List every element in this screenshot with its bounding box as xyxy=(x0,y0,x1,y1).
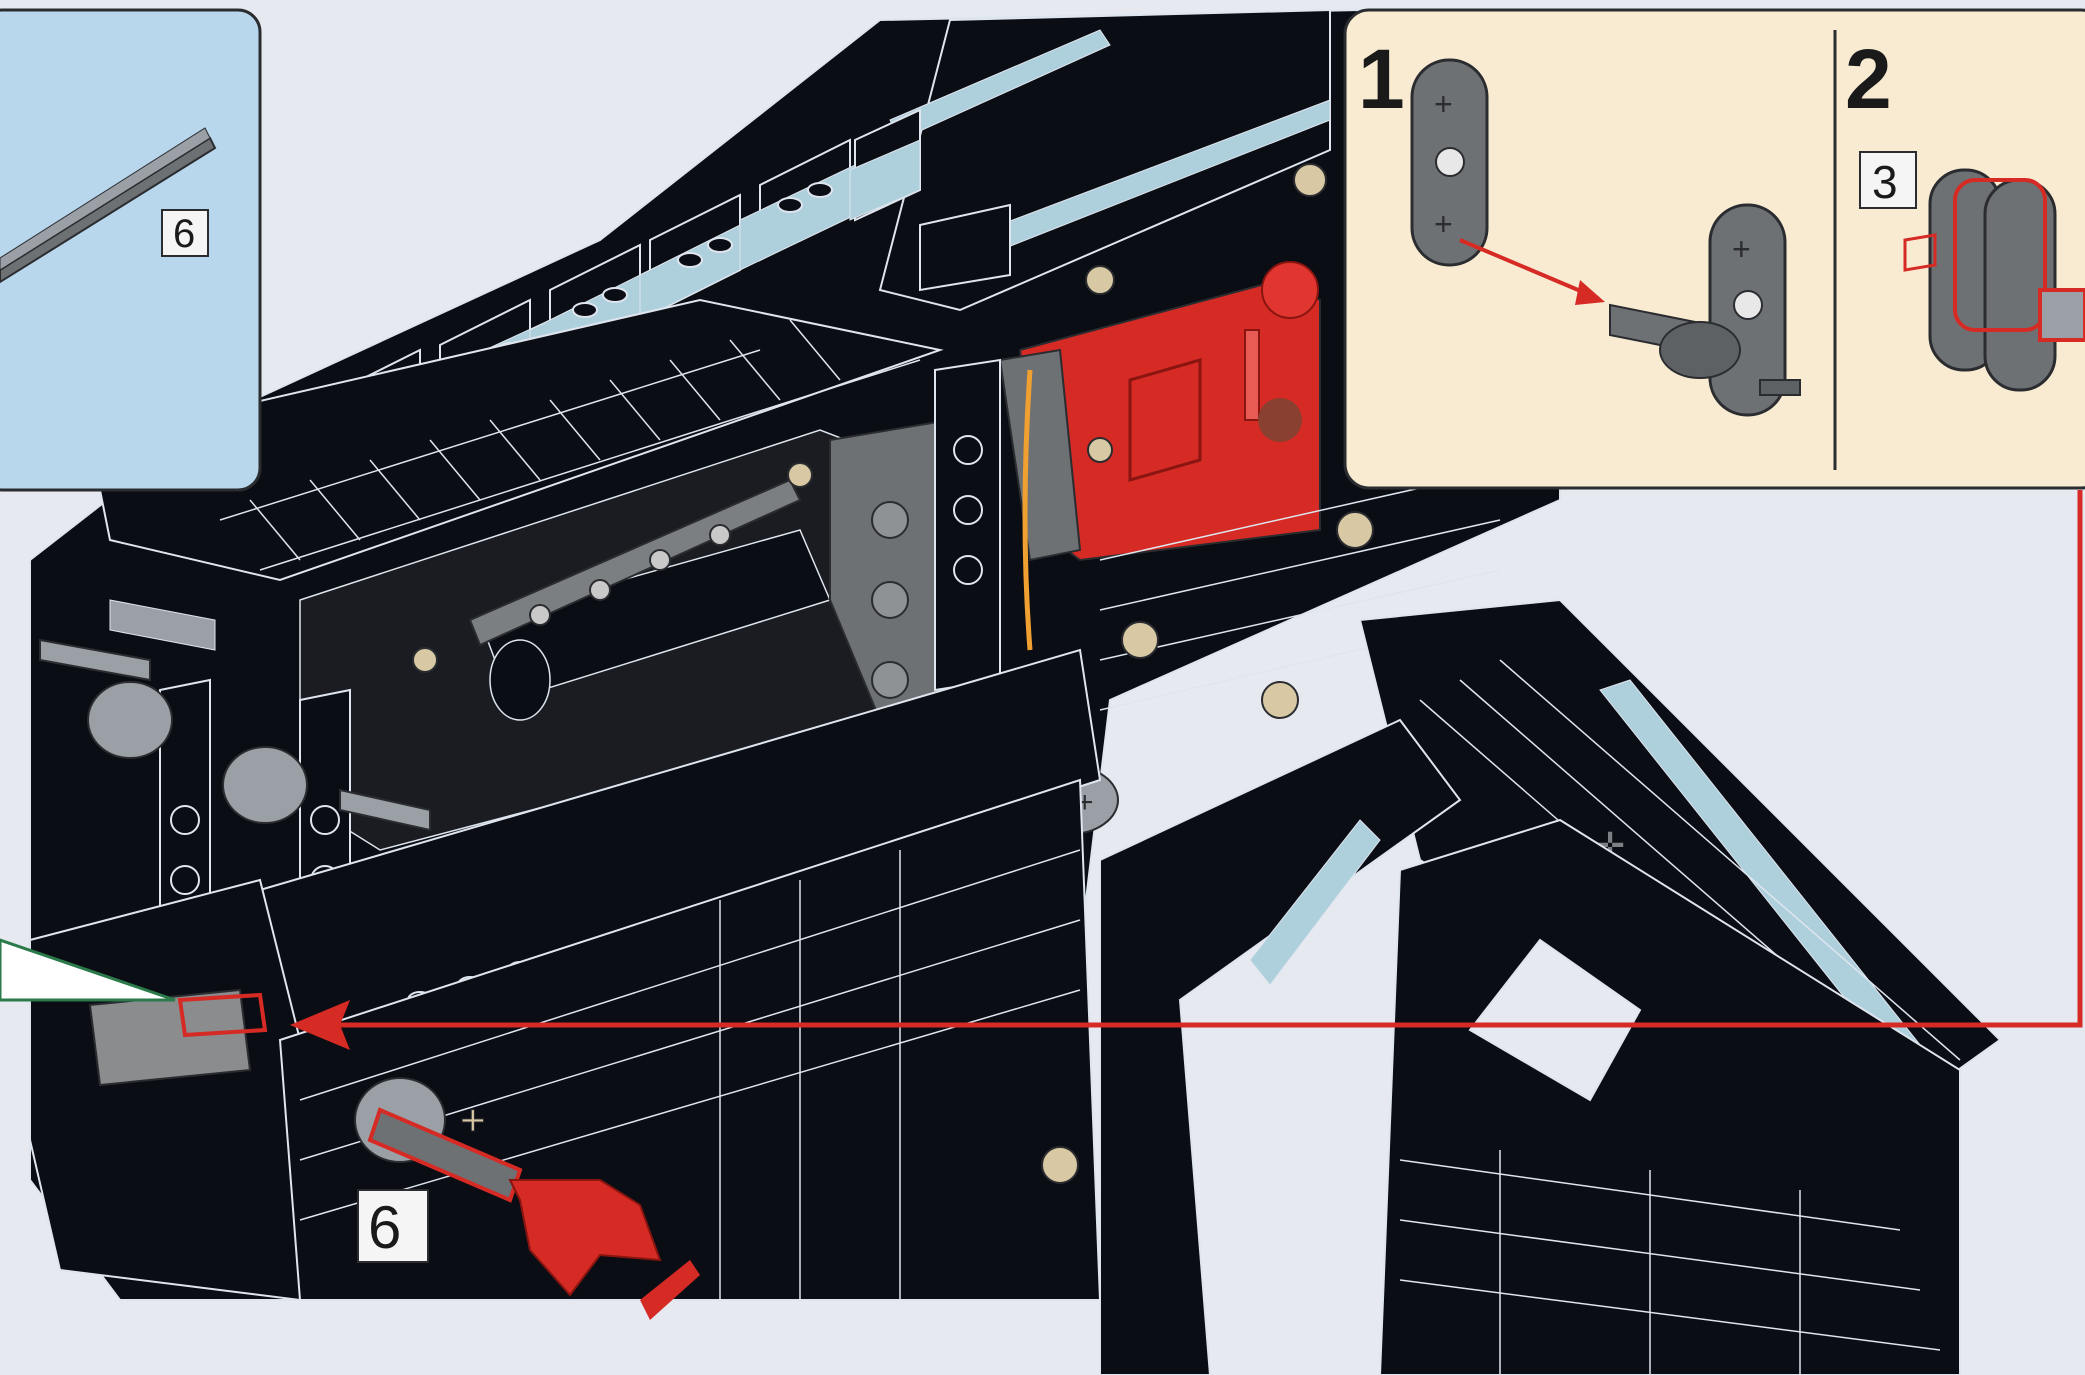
pistol-grip xyxy=(1380,820,1960,1375)
substep-count-label: 3 xyxy=(1872,156,1898,208)
liftarm-part-a: + + xyxy=(1412,60,1487,265)
main-step-count: 6 xyxy=(358,1190,428,1262)
parts-callout: 6 xyxy=(0,10,260,490)
parts-count-label: 6 xyxy=(173,212,195,256)
svg-text:+: + xyxy=(1434,86,1453,122)
base-block-left xyxy=(30,880,300,1300)
substep-2-number: 2 xyxy=(1845,32,1892,126)
svg-text:+: + xyxy=(460,1096,486,1145)
gray-tile xyxy=(90,990,250,1085)
substeps-callout: 1 + + + 2 3 xyxy=(1345,10,2085,488)
svg-text:+: + xyxy=(1732,231,1751,267)
tan-pin-front xyxy=(1042,1147,1078,1183)
svg-text:+: + xyxy=(1434,206,1453,242)
main-count-label: 6 xyxy=(368,1194,401,1261)
substep-1-number: 1 xyxy=(1358,32,1405,126)
